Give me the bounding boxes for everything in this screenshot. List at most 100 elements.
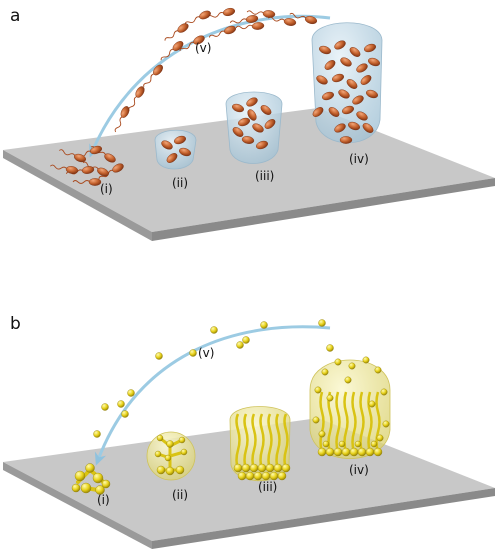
rod-bacterium-icon (256, 140, 268, 150)
rod-bacterium-icon (338, 89, 350, 99)
rod-bacterium-icon (238, 117, 250, 127)
sphere-particle-icon (180, 448, 188, 456)
bacteria-cells (65, 7, 380, 186)
rod-bacterium-icon (260, 105, 272, 115)
sphere-particle-icon (317, 447, 327, 457)
rod-bacterium-icon (88, 178, 102, 186)
stage-label-i-a: (i) (100, 182, 113, 196)
rod-bacterium-icon (346, 79, 358, 89)
sphere-particle-icon (80, 482, 92, 494)
rod-bacterium-icon (74, 153, 86, 163)
sphere-particle-icon (341, 447, 351, 457)
sphere-particle-icon (249, 463, 259, 473)
sphere-particle-icon (281, 463, 291, 473)
sphere-particle-icon (156, 465, 166, 475)
sphere-particle-icon (92, 472, 104, 484)
sphere-particle-icon (370, 440, 378, 448)
surface-b-right (152, 488, 495, 549)
sphere-particle-icon (233, 463, 243, 473)
film-column (375, 391, 381, 453)
biofilm-matrix-ii-a (154, 129, 197, 170)
panel-letter-b: b (10, 314, 21, 334)
sphere-particle-icon (277, 471, 287, 481)
rod-bacterium-icon (246, 97, 258, 107)
sphere-particle-icon (368, 400, 376, 408)
bacterium-flagellum-icon (160, 48, 175, 61)
rod-bacterium-icon (166, 153, 178, 163)
sphere-particle-icon (71, 483, 81, 493)
sphere-particle-icon (260, 321, 268, 329)
rod-bacterium-icon (362, 123, 374, 133)
sphere-particle-icon (380, 388, 388, 396)
sphere-particle-icon (117, 400, 125, 408)
sphere-particle-icon (121, 410, 129, 418)
surface-b-front (3, 462, 152, 549)
stage-label-v-b: (v) (198, 346, 214, 360)
rod-bacterium-icon (316, 75, 328, 85)
bacterium-flagellum-icon (128, 95, 138, 112)
rod-bacterium-icon (245, 15, 259, 23)
sphere-particle-icon (156, 434, 164, 442)
stage-label-iv-a: (iv) (349, 152, 369, 166)
rod-bacterium-icon (65, 166, 79, 174)
sphere-particle-icon (85, 463, 95, 473)
sphere-particle-icon (373, 447, 383, 457)
rod-bacterium-icon (232, 127, 244, 137)
sphere-particle-icon (74, 470, 86, 482)
film-column (267, 413, 273, 471)
rod-bacterium-icon (252, 123, 264, 133)
sphere-particle-icon (242, 336, 250, 344)
rod-bacterium-icon (334, 40, 346, 50)
rod-bacterium-icon (251, 22, 265, 30)
rod-bacterium-icon (342, 105, 354, 115)
rod-bacterium-icon (264, 119, 276, 129)
rod-bacterium-icon (161, 140, 173, 150)
bacterium-flagellum-icon (246, 10, 265, 15)
sphere-particle-icon (354, 440, 362, 448)
film-column (259, 413, 265, 471)
sphere-particle-icon (314, 386, 322, 394)
sphere-particle-icon (273, 463, 283, 473)
rod-bacterium-icon (222, 7, 236, 17)
stage-label-iv-b: (iv) (349, 463, 369, 477)
sphere-particle-icon (245, 471, 255, 481)
stage-label-v-a: (v) (195, 41, 211, 55)
sphere-particle-icon (166, 440, 174, 448)
rod-bacterium-icon (283, 18, 297, 26)
sphere-particle-icon (325, 447, 335, 457)
rod-bacterium-icon (179, 147, 191, 157)
film-column (243, 413, 249, 471)
sphere-particle-icon (261, 471, 271, 481)
bacterium-flagellum-icon (184, 16, 201, 25)
bacterium-flagellum-icon (208, 30, 226, 38)
bacterium-flagellum-icon (143, 73, 155, 87)
sphere-particle-icon (93, 430, 101, 438)
rod-bacterium-icon (328, 107, 340, 117)
sphere-particle-icon (333, 447, 343, 457)
film-column (343, 391, 349, 453)
surface-a (3, 108, 495, 241)
bacterium-flagellum-icon (114, 116, 124, 133)
sphere-particle-icon (326, 394, 334, 402)
sphere-particle-icon (265, 463, 275, 473)
rod-bacterium-icon (312, 107, 324, 117)
rod-bacterium-icon (97, 167, 109, 177)
bacterium-flagellum-icon (164, 30, 179, 41)
stage-label-iii-b: (iii) (258, 480, 277, 494)
sphere-particle-icon (362, 356, 370, 364)
rod-bacterium-icon (332, 73, 344, 83)
rod-bacterium-icon (356, 63, 368, 73)
rod-bacterium-icon (112, 163, 124, 173)
rod-bacterium-icon (304, 15, 318, 25)
rod-bacterium-icon (199, 10, 211, 20)
sphere-particle-icon (318, 319, 326, 327)
rod-bacterium-icon (120, 106, 130, 118)
sphere-particle-icon (338, 440, 346, 448)
film-column (251, 413, 257, 471)
rod-bacterium-icon (322, 91, 334, 101)
sphere-particle-icon (210, 326, 218, 334)
sphere-particle-icon (322, 440, 330, 448)
film-column (327, 391, 333, 453)
film-column (275, 413, 281, 471)
